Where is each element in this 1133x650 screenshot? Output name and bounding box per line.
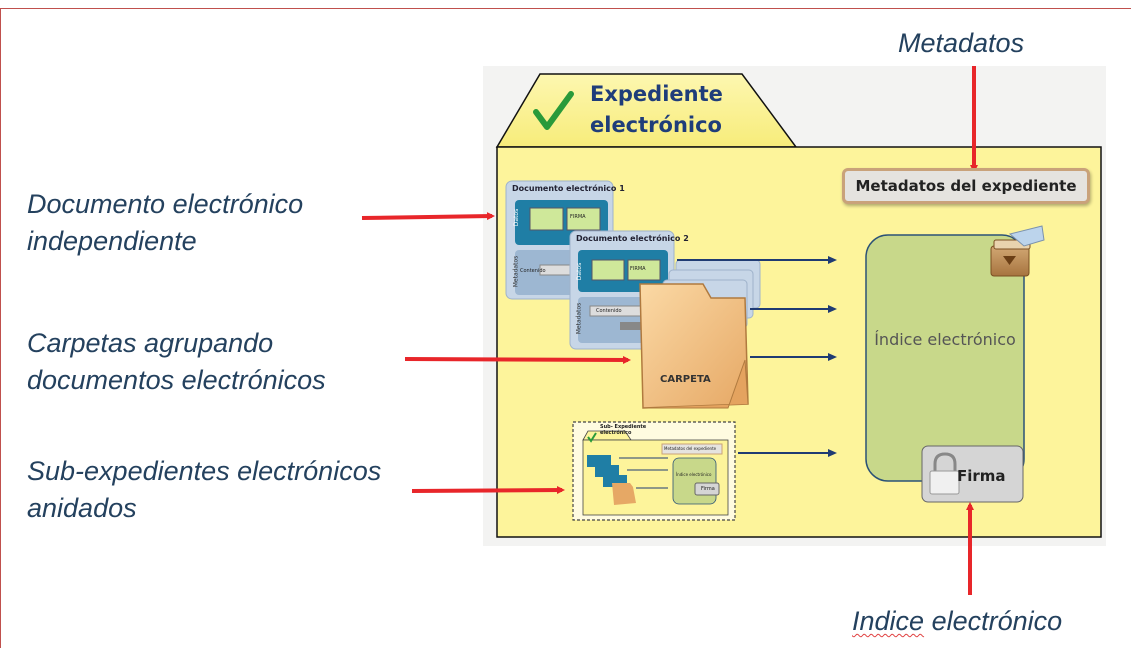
archive-box-icon xyxy=(990,225,1045,277)
carpetas-line1: Carpetas agrupando xyxy=(27,328,274,358)
folder-title: Expediente electrónico xyxy=(590,79,723,141)
doc1-title: Documento electrónico 1 xyxy=(512,184,625,193)
indice-rest: electrónico xyxy=(924,606,1063,636)
indice-electronico-label: Indice electrónico xyxy=(852,603,1062,640)
sub-firma-label: Firma xyxy=(701,486,715,492)
indice-panel-label: Índice electrónico xyxy=(874,330,1016,349)
sub-title: Sub- Expediente electrónico xyxy=(600,424,646,436)
metadatos-expediente-box: Metadatos del expediente xyxy=(842,168,1090,204)
padlock-icon xyxy=(929,452,960,495)
metadatos-label: Metadatos xyxy=(898,28,1025,58)
sub-indice-label: Índice electrónico xyxy=(676,472,712,477)
indice-word: Indice xyxy=(852,606,925,636)
folder-title-line2: electrónico xyxy=(590,113,722,137)
carpeta-label: CARPETA xyxy=(660,374,711,385)
check-icon xyxy=(533,91,574,130)
doc2-contenido-block: Contenido xyxy=(596,308,622,314)
documento-independiente-label: Documento electrónico independiente xyxy=(27,186,303,260)
carpeta-folder xyxy=(639,283,749,409)
red-arrow-carpetas xyxy=(404,355,631,364)
carpetas-line2: documentos electrónicos xyxy=(27,365,326,395)
slide-frame xyxy=(0,8,1131,648)
doc2-firma-block: FIRMA xyxy=(630,266,646,272)
documento-independiente-line2: independiente xyxy=(27,226,197,256)
folder-title-line1: Expediente xyxy=(590,82,723,106)
red-arrow-documento xyxy=(361,212,495,221)
sub-metadatos-box: Metadatos del expediente xyxy=(664,446,717,451)
sub-expedientes-label: Sub-expedientes electrónicos anidados xyxy=(27,453,381,527)
doc1-side-meta: Metadatos xyxy=(512,255,520,288)
sub-expedientes-line2: anidados xyxy=(27,493,137,523)
sub-title-line1: Sub- Expediente xyxy=(600,424,647,430)
red-arrow-sub xyxy=(411,486,565,495)
sub-title-line2: electrónico xyxy=(600,430,632,436)
doc2-side-meta: Metadatos xyxy=(575,302,583,335)
sub-expedientes-line1: Sub-expedientes electrónicos xyxy=(27,456,382,486)
firma-label: Firma xyxy=(957,467,1006,485)
doc2-title: Documento electrónico 2 xyxy=(576,234,689,243)
doc1-firma-block: FIRMA xyxy=(570,214,586,220)
doc1-contenido-block: Contenido xyxy=(520,268,546,274)
carpetas-label: Carpetas agrupando documentos electrónic… xyxy=(27,325,326,399)
documento-independiente-line1: Documento electrónico xyxy=(27,189,304,219)
doc2-side-data: Datos xyxy=(576,262,584,281)
doc1-side-data: Datos xyxy=(513,208,521,227)
